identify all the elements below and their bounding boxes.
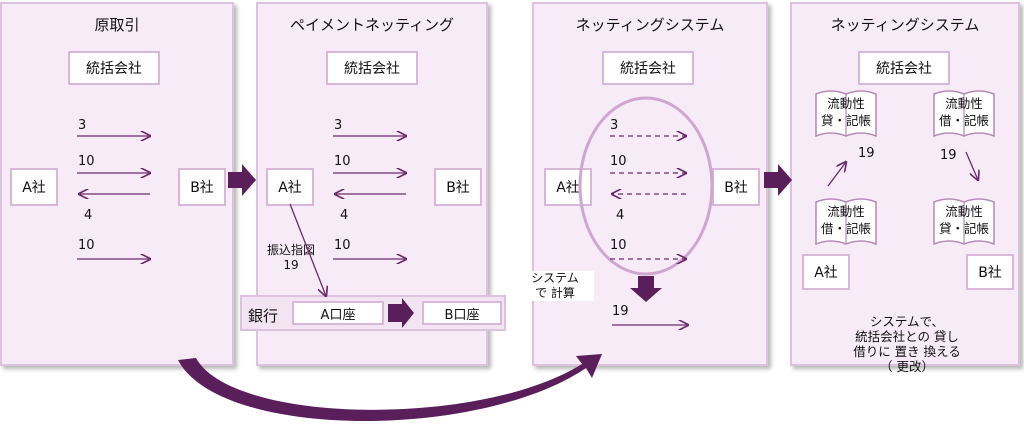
panel-title: 原取引 [94,16,140,34]
flow-label-2: 10 [78,154,95,169]
block-arrow-right [764,164,792,196]
company-a-box: A社 [266,168,314,206]
company-a-box: A社 [10,168,58,206]
ledger-book-icon [815,90,877,138]
holding-company-box: 統括会社 [602,51,694,85]
ledger-book-icon [933,198,995,246]
flow-label-4: 10 [334,238,351,253]
amount-right: 19 [940,148,957,163]
holding-company-box: 統括会社 [326,51,418,85]
account-a-box: A口座 [292,301,384,325]
ledger-bottom-left: 流動性借・記帳 [814,198,878,250]
transfer-amount: 19 [283,258,299,272]
flow-label-1: 3 [610,118,619,133]
bank-label: 銀行 [248,307,279,325]
flow-label-3: 4 [340,208,349,223]
ledger-arrow-up [827,162,846,187]
company-a-box: A社 [802,254,850,290]
company-b-box: B社 [178,168,226,206]
flow-label-2: 10 [334,154,351,169]
holding-company-box: 統括会社 [68,51,160,85]
company-a-box: A社 [544,168,592,206]
company-b-box: B社 [712,168,760,206]
panel-original-transactions: 原取引 統括会社 A社 B社 3 10 4 10 [0,2,234,366]
panel-netting-system: ネッティングシステム 統括会社 A社 B社 3 10 4 10 19 [532,2,768,366]
panel-netting-system-novation: ネッティングシステム 統括会社 流動性貸・記帳 流動性借・記帳 流動性借・記帳 … [790,2,1020,374]
account-b-box: B口座 [422,301,502,325]
novation-note: システムで、 統括会社との 貸し 借りに 置き 換える （ 更改） [853,314,961,374]
netting-system-ellipse [578,96,714,276]
transfer-instruction-arrow [289,203,326,296]
flow-label-4: 10 [78,238,95,253]
panel-title: ペイメントネッティング [289,16,455,34]
flow-label-1: 3 [78,118,87,133]
down-block-arrow [630,276,662,302]
block-arrow-right [228,164,256,196]
amount-left: 19 [858,146,875,161]
netting-result: 19 [612,304,629,319]
ledger-top-left: 流動性貸・記帳 [814,90,878,142]
flow-label-1: 3 [334,118,343,133]
ledger-book-icon [933,90,995,138]
flow-label-4: 10 [610,238,627,253]
ledger-bottom-right: 流動性貸・記帳 [932,198,996,250]
block-arrow-right [388,298,414,328]
panel-title: ネッティングシステム [575,16,725,34]
flow-label-3: 4 [616,208,625,223]
bank-strip: 銀行 A口座 B口座 [240,295,506,331]
holding-company-box: 統括会社 [858,51,950,85]
ledger-top-right: 流動性借・記帳 [932,90,996,142]
ledger-book-icon [815,198,877,246]
company-b-box: B社 [966,254,1014,290]
company-b-box: B社 [434,168,482,206]
panel-title: ネッティングシステム [830,16,980,34]
curved-transition-arrow [178,354,602,422]
flow-label-2: 10 [610,154,627,169]
ledger-arrow-down [965,151,978,180]
system-calculation-note: システム で 計算 [516,271,594,301]
transfer-instruction-label: 振込指図 19 [258,243,324,273]
flow-label-3: 4 [84,208,93,223]
